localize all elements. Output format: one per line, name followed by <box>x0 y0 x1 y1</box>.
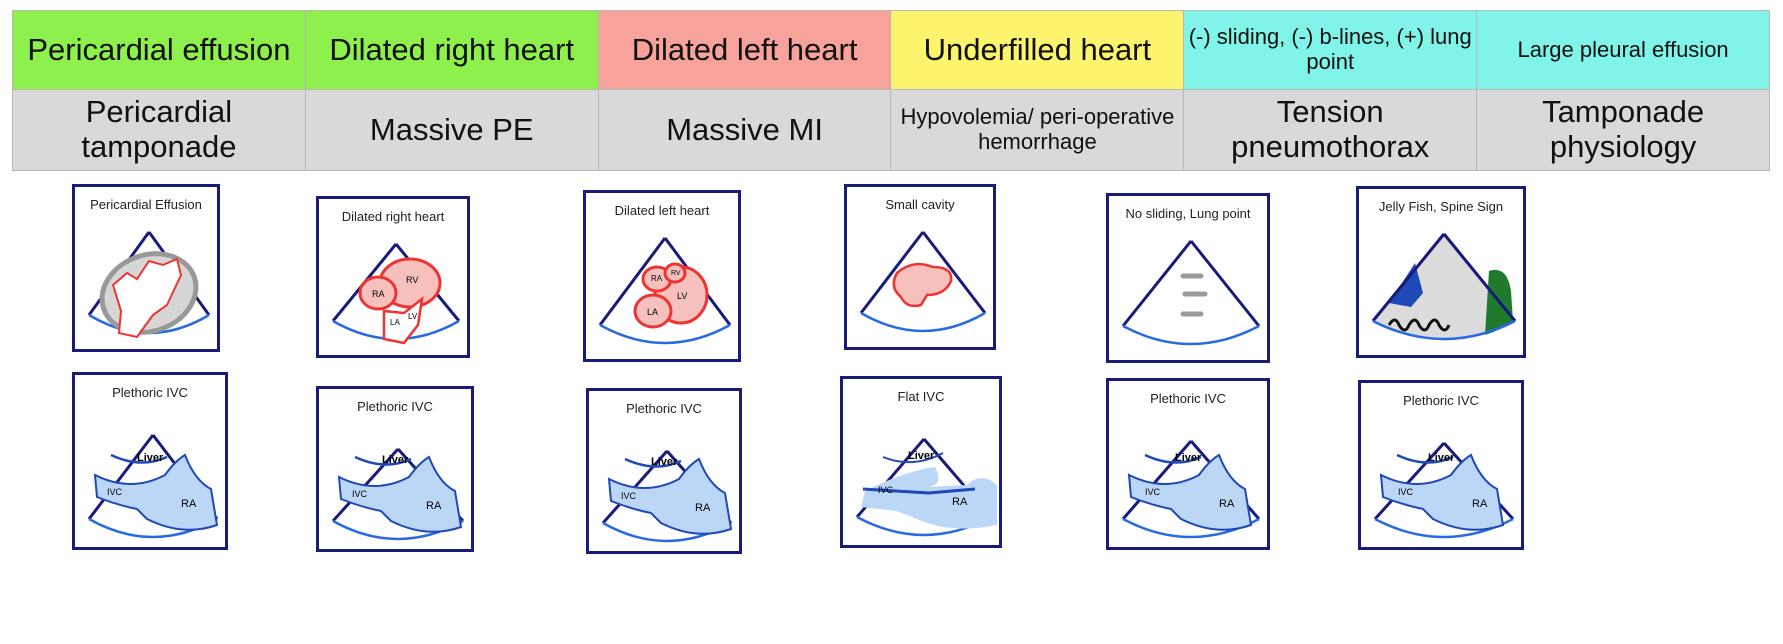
ultrasound-sketch <box>859 231 987 333</box>
svg-text:LV: LV <box>677 291 687 301</box>
ivc-label: IVC <box>1145 487 1161 497</box>
sketch-label: Dilated left heart <box>614 203 710 218</box>
echo-view-box: Pericardial Effusion <box>72 184 220 352</box>
diagnosis-cell: Massive MI <box>597 89 892 171</box>
la-label: LA <box>390 318 400 327</box>
ultrasound-sketch: RA RV LA LV <box>598 237 732 345</box>
finding-cell: Large pleural effusion <box>1476 10 1770 90</box>
sketch-label: Jelly Fish, Spine Sign <box>1378 199 1504 214</box>
ivc-label: IVC <box>107 487 123 497</box>
svg-text:RA: RA <box>651 274 663 283</box>
diagnosis-cell: Hypovolemia/ peri-operative hemorrhage <box>890 89 1185 171</box>
finding-cell: (-) sliding, (-) b-lines, (+) lung point <box>1183 10 1478 90</box>
svg-text:RV: RV <box>671 270 681 277</box>
ra-label: RA <box>952 496 968 508</box>
sketch-label: No sliding, Lung point <box>1125 206 1251 221</box>
echo-view-box: RA RV LA LV Dilated right heart <box>316 196 470 358</box>
liver-label: Liver <box>382 454 409 466</box>
liver-label: Liver <box>1175 452 1202 464</box>
ivc-label: IVC <box>878 485 894 495</box>
sketch-label: Pericardial Effusion <box>90 197 202 212</box>
ra-label: RA <box>1219 498 1235 510</box>
lv-label: LV <box>408 312 418 321</box>
sketch-label: Plethoric IVC <box>1150 391 1226 406</box>
ra-label: RA <box>695 502 711 514</box>
ultrasound-sketch <box>1121 240 1261 346</box>
sketch-label: Flat IVC <box>897 389 945 404</box>
sketch-label: Dilated right heart <box>341 209 445 224</box>
liver-label: Liver <box>137 452 164 464</box>
finding-cell: Dilated left heart <box>597 10 892 90</box>
diagnosis-cell: Pericardial tamponade <box>12 89 306 171</box>
sketch-label: Plethoric IVC <box>1403 393 1479 408</box>
diagnosis-cell: Massive PE <box>304 89 599 171</box>
ivc-label: IVC <box>352 489 368 499</box>
ivc-label: IVC <box>1398 487 1414 497</box>
liver-label: Liver <box>1428 452 1455 464</box>
ra-label: RA <box>372 289 385 299</box>
liver-label: Liver <box>908 450 935 462</box>
finding-cell: Underfilled heart <box>890 10 1185 90</box>
ra-label: RA <box>1472 498 1488 510</box>
echo-view-box: Jelly Fish, Spine Sign <box>1356 186 1526 358</box>
echo-view-box: Small cavity <box>844 184 996 350</box>
svg-text:LA: LA <box>647 307 658 317</box>
sketch-label: Plethoric IVC <box>357 399 433 414</box>
ultrasound-sketch: RA RV LA LV <box>331 243 461 345</box>
rv-label: RV <box>406 275 418 285</box>
diagnosis-cell: Tension pneumothorax <box>1183 89 1478 171</box>
ultrasound-sketch <box>87 231 211 339</box>
sketch-label: Plethoric IVC <box>112 385 188 400</box>
liver-label: Liver <box>651 456 678 468</box>
diagnosis-cell: Tamponade physiology <box>1476 89 1770 171</box>
finding-row: Pericardial effusion Dilated right heart… <box>12 10 1770 90</box>
ultrasound-sketch <box>1371 233 1517 341</box>
sketch-label: Plethoric IVC <box>626 401 702 416</box>
ra-label: RA <box>426 500 442 512</box>
sketch-label: Small cavity <box>885 197 955 212</box>
diagnosis-row: Pericardial tamponade Massive PE Massive… <box>12 89 1770 171</box>
finding-cell: Pericardial effusion <box>12 10 306 90</box>
ivc-label: IVC <box>621 491 637 501</box>
echo-view-box: RA RV LA LV Dilated left heart <box>583 190 741 362</box>
finding-cell: Dilated right heart <box>304 10 599 90</box>
ra-label: RA <box>181 498 197 510</box>
echo-view-box: No sliding, Lung point <box>1106 193 1270 363</box>
diagnosis-table: Pericardial effusion Dilated right heart… <box>12 10 1770 171</box>
